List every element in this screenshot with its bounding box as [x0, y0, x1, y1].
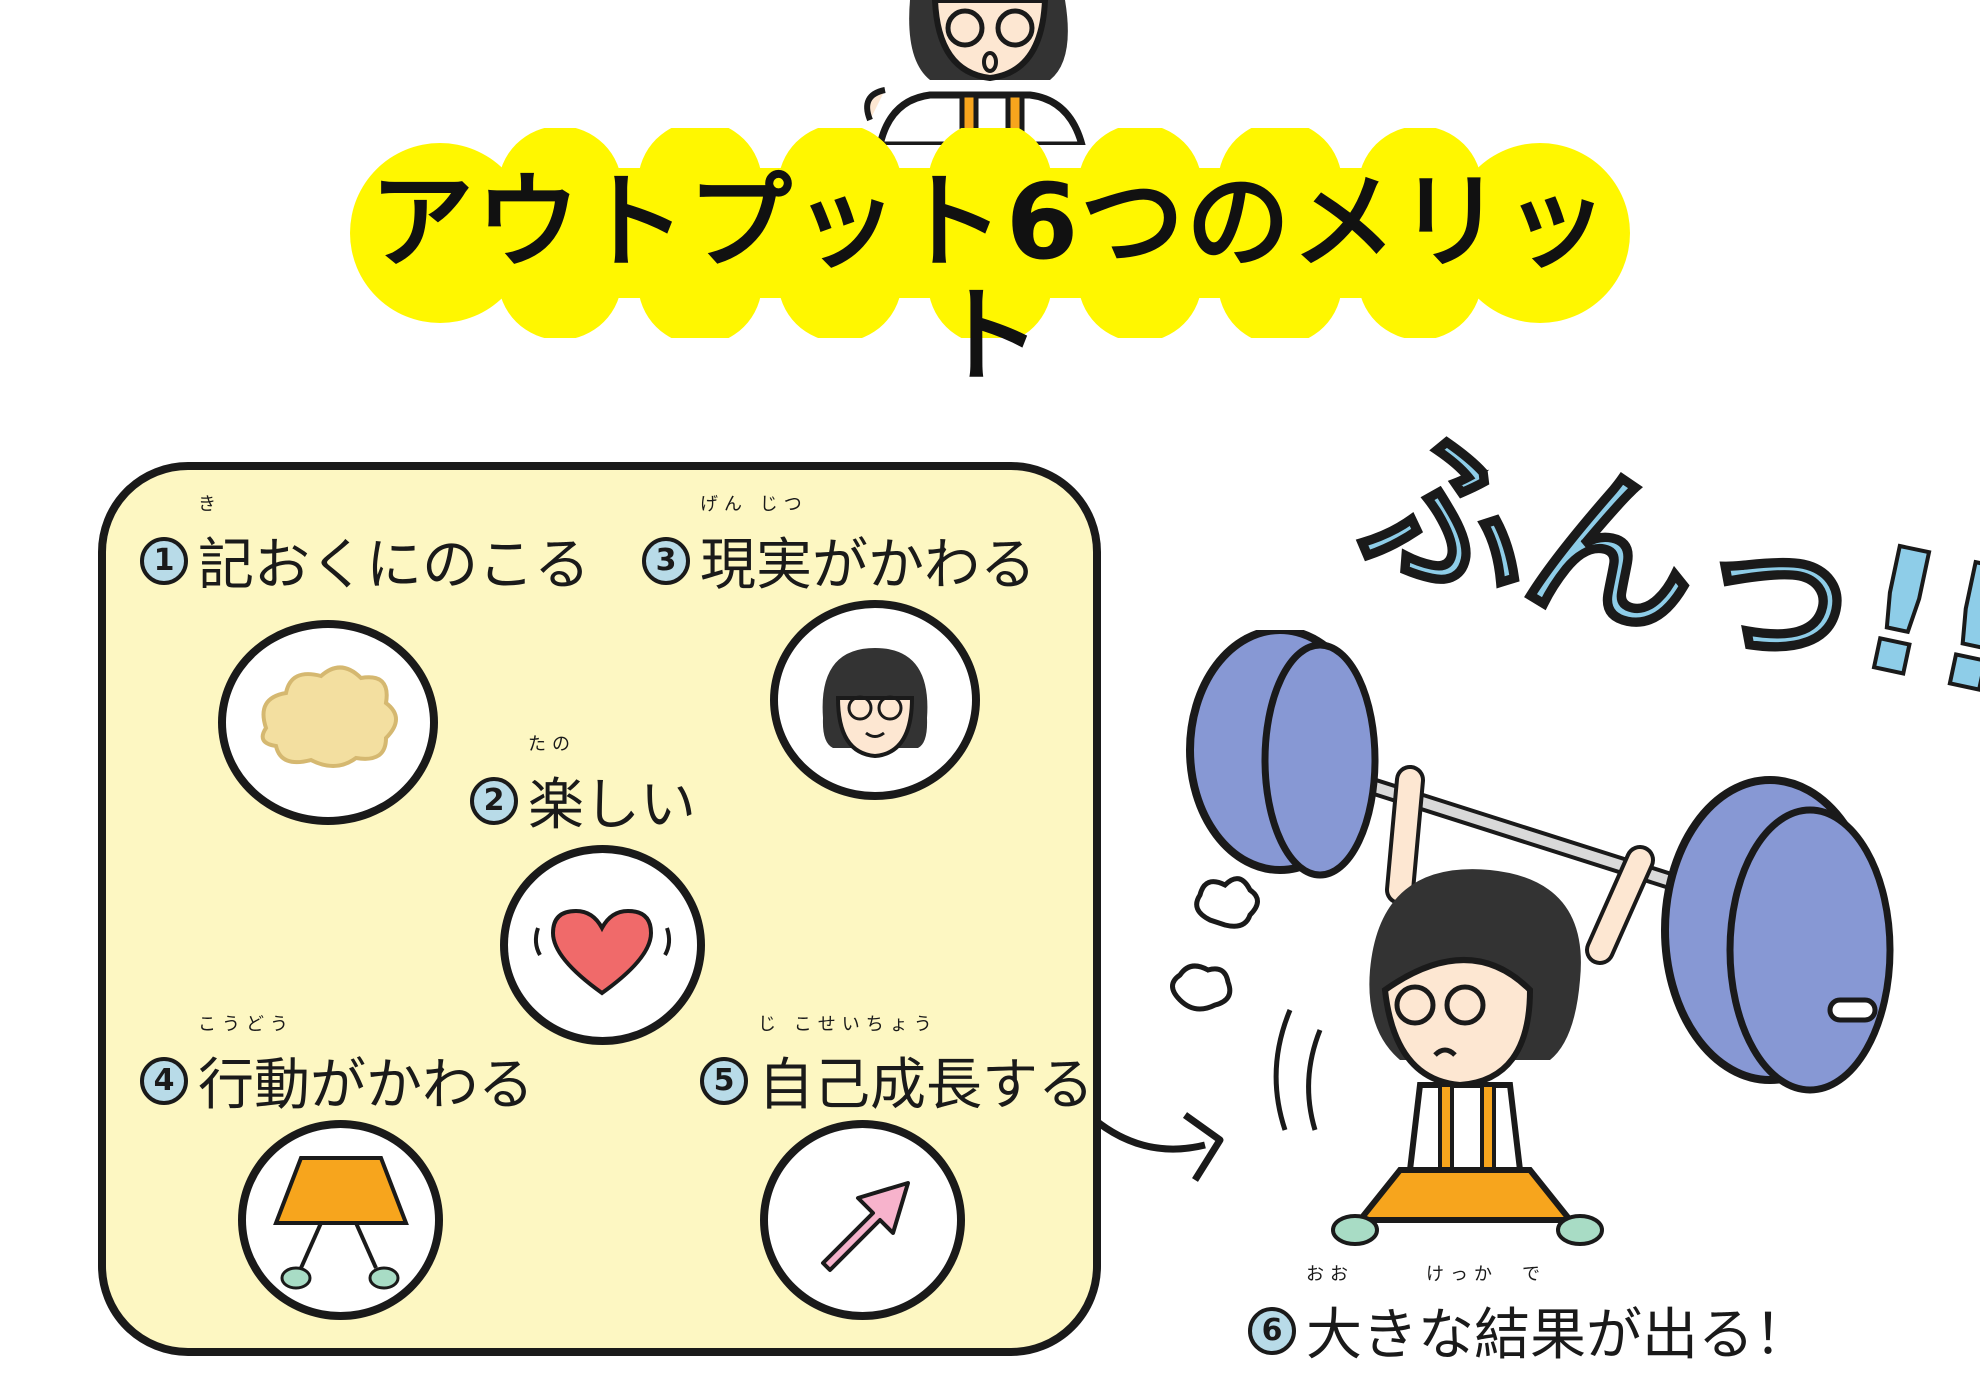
benefit-label: 記おくにのこる — [198, 533, 590, 598]
legs-icon — [273, 1156, 409, 1290]
ruby-text: たの — [528, 734, 576, 755]
title-banner — [350, 128, 1630, 338]
brain-circle — [218, 620, 438, 825]
number-badge: 5 — [700, 1056, 748, 1105]
arrow-circle — [760, 1120, 965, 1320]
benefit-label: 楽しい — [528, 773, 696, 838]
benefit-label: 現実がかわる — [700, 533, 1036, 598]
heart-circle — [500, 845, 705, 1045]
ruby-text: き — [198, 494, 222, 515]
ruby-text: げん じつ — [700, 494, 808, 515]
brain-icon — [260, 665, 398, 768]
number-badge: 6 — [1248, 1306, 1296, 1355]
arrow-up-right-icon — [821, 1181, 910, 1272]
page-title: アウトプット6つのメリット — [369, 161, 1611, 398]
barbell-girl-illustration — [1170, 630, 1894, 1246]
heart-icon — [533, 908, 672, 996]
benefit-item-4: 4 こうどう行動がかわる — [140, 1014, 534, 1121]
face-icon — [822, 648, 928, 759]
ruby-text: おお けっか で — [1306, 1264, 1546, 1285]
pointer-arrow-icon — [1095, 1112, 1224, 1182]
number-badge: 2 — [470, 776, 518, 825]
benefit-item-2: 2 たの楽しい — [470, 734, 696, 841]
benefit-label: 自己成長する — [758, 1053, 1094, 1118]
benefit-label: 行動がかわる — [198, 1053, 534, 1118]
benefit-item-3: 3 げん じつ現実がかわる — [642, 494, 1036, 601]
number-badge: 4 — [140, 1056, 188, 1105]
ruby-text: こうどう — [198, 1014, 294, 1035]
legs-circle — [238, 1120, 443, 1320]
number-badge: 1 — [140, 536, 188, 585]
benefit-item-5: 5 じ こせいちょう自己成長する — [700, 1014, 1094, 1121]
benefit-label: 大きな結果が出る！ — [1306, 1303, 1810, 1368]
number-badge: 3 — [642, 536, 690, 585]
ruby-text: じ こせいちょう — [758, 1014, 938, 1035]
benefit-item-6: 6 おお けっか で大きな結果が出る！ — [1248, 1264, 1810, 1371]
benefit-item-1: 1 き記おくにのこる — [140, 494, 590, 601]
face-circle — [770, 600, 980, 800]
character-head-icon — [864, 0, 1086, 145]
